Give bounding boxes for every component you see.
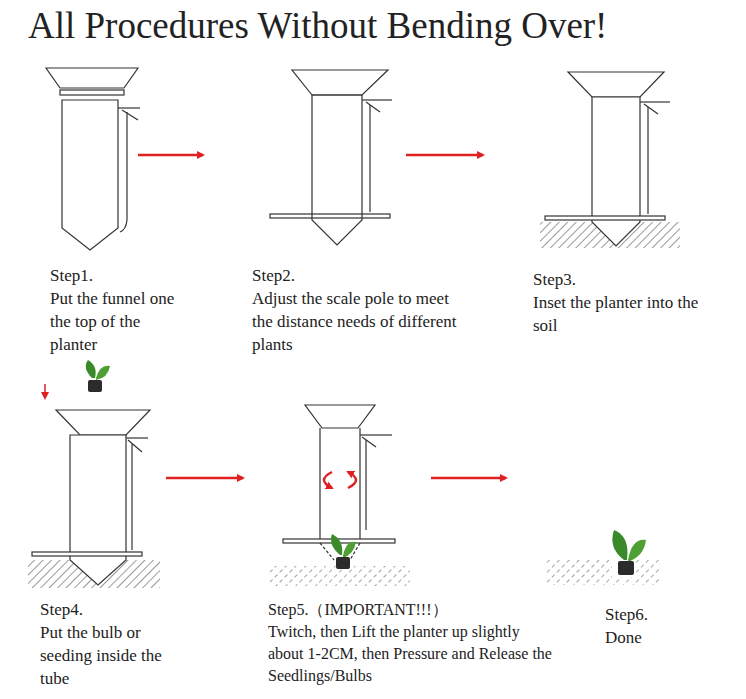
step-description: Twitch, then Lift the planter up slightl… [268,621,553,687]
step-heading: Step6. [605,603,725,626]
step-heading: Step1. [50,264,180,287]
step-description: Inset the planter into the soil [533,291,703,337]
step-heading: Step4. [40,598,170,621]
step-heading: Step5.（IMPORTANT!!!） [268,599,568,621]
page-title: All Procedures Without Bending Over! [28,4,607,47]
step-heading: Step3. [533,268,703,291]
step-description: Done [605,626,725,649]
step-description: Adjust the scale pole to meet the distan… [252,287,467,356]
step-description: Put the funnel one the top of the plante… [50,287,180,356]
step-heading: Step2. [252,264,467,287]
step-description: Put the bulb or seeding inside the tube [40,621,170,690]
